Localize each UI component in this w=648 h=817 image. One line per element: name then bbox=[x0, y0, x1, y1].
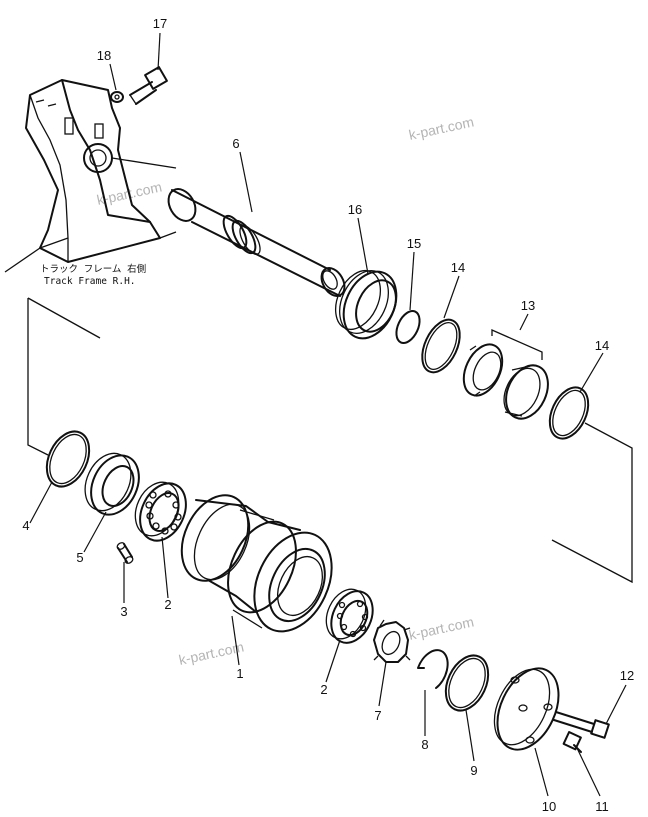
nut-7 bbox=[373, 619, 411, 663]
callout-2-right: 2 bbox=[320, 682, 327, 697]
bolt-17 bbox=[129, 66, 168, 105]
roller-1 bbox=[180, 494, 333, 633]
caption-jp: トラック フレーム 右側 bbox=[40, 263, 146, 275]
o-ring-9 bbox=[444, 654, 490, 712]
callout-12: 12 bbox=[620, 668, 634, 683]
callout-7: 7 bbox=[374, 708, 381, 723]
watermark-1: k-part.com bbox=[407, 114, 475, 143]
callout-14-upper: 14 bbox=[451, 260, 465, 275]
cover-10 bbox=[493, 667, 560, 751]
seal-pair-13 bbox=[462, 343, 549, 420]
callout-17: 17 bbox=[153, 16, 167, 31]
callout-6: 6 bbox=[232, 136, 239, 151]
callout-4: 4 bbox=[22, 518, 29, 533]
o-ring-4 bbox=[45, 430, 91, 488]
pin-3 bbox=[116, 542, 134, 564]
o-ring-14-right bbox=[548, 386, 590, 440]
callout-16: 16 bbox=[348, 202, 362, 217]
washer-18 bbox=[110, 91, 124, 103]
align-line-right bbox=[551, 422, 633, 584]
seal-5 bbox=[84, 452, 140, 516]
align-line-left bbox=[27, 298, 49, 456]
callout-11: 11 bbox=[595, 799, 609, 814]
watermark-4: k-part.com bbox=[177, 639, 245, 668]
align-line-left-top bbox=[27, 297, 101, 339]
callout-14-right: 14 bbox=[595, 338, 609, 353]
bolt-11 bbox=[562, 731, 582, 753]
callout-13: 13 bbox=[521, 298, 535, 313]
o-ring-14-upper bbox=[421, 318, 461, 374]
ring-15 bbox=[395, 310, 421, 344]
seal-16 bbox=[334, 270, 398, 340]
leader-lines bbox=[29, 32, 627, 797]
callout-8: 8 bbox=[421, 737, 428, 752]
callout-10: 10 bbox=[542, 799, 556, 814]
callout-18: 18 bbox=[97, 48, 111, 63]
bracket-13 bbox=[491, 329, 543, 360]
bearing-2-left bbox=[134, 481, 187, 542]
callout-15: 15 bbox=[407, 236, 421, 251]
watermark-3: k-part.com bbox=[407, 614, 475, 643]
caption-en: Track Frame R.H. bbox=[44, 276, 136, 287]
shaft-6 bbox=[167, 188, 346, 297]
callout-2-left: 2 bbox=[164, 597, 171, 612]
bearing-2-right bbox=[325, 588, 374, 644]
callout-1: 1 bbox=[236, 666, 243, 681]
callout-5: 5 bbox=[76, 550, 83, 565]
snap-ring-8 bbox=[417, 649, 449, 689]
callout-3: 3 bbox=[120, 604, 127, 619]
bolt-12 bbox=[553, 711, 610, 739]
track-frame-bracket bbox=[4, 79, 177, 273]
callout-9: 9 bbox=[470, 763, 477, 778]
